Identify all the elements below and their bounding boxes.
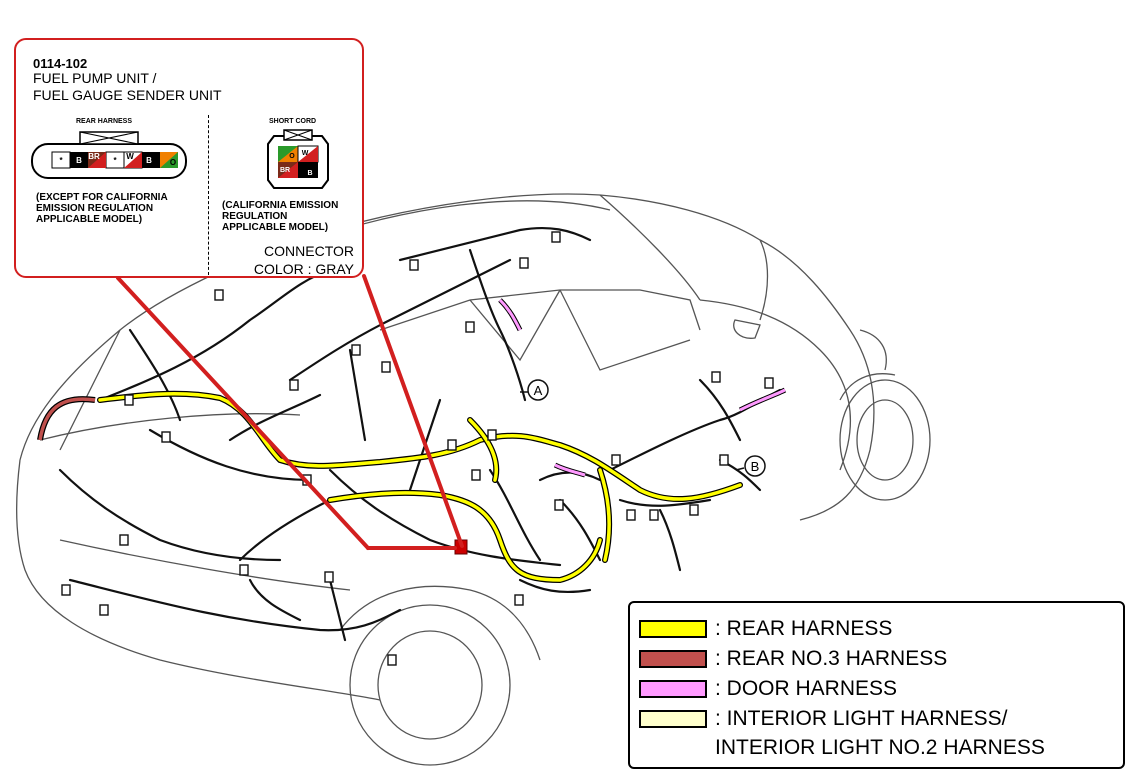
rear-harness-connector-title: REAR HARNESS xyxy=(76,118,133,125)
marker-a-label: A xyxy=(534,383,543,398)
legend-label-interior-light-harness: : INTERIOR LIGHT HARNESS/ xyxy=(715,707,1008,730)
legend-item-interior-light-harness: : INTERIOR LIGHT HARNESS/ xyxy=(639,707,1008,731)
short-cord-connector-icon: O W BR B xyxy=(267,129,329,189)
pin-4: * xyxy=(113,156,117,165)
rear-harness-note: (EXCEPT FOR CALIFORNIA EMISSION REGULATI… xyxy=(36,192,168,225)
connector-callout: 0114-102 FUEL PUMP UNIT / FUEL GAUGE SEN… xyxy=(14,38,364,278)
pin-6: B xyxy=(146,156,152,165)
marker-a: A xyxy=(520,379,549,401)
legend-swatch-door-harness xyxy=(639,680,707,698)
legend-swatch-rear-harness xyxy=(639,620,707,638)
rear-harness-route xyxy=(97,390,743,584)
harness-legend: : REAR HARNESS : REAR NO.3 HARNESS : DOO… xyxy=(628,601,1125,769)
rear-no3-harness-route xyxy=(37,396,96,441)
short-cord-pin-3: BR xyxy=(280,167,290,174)
pin-3: BR xyxy=(88,152,100,161)
pin-5: W xyxy=(126,152,134,161)
legend-swatch-rear-no3-harness xyxy=(639,650,707,668)
marker-b-label: B xyxy=(751,459,760,474)
component-name-line2: FUEL GAUGE SENDER UNIT xyxy=(33,87,222,103)
short-cord-pin-2: W xyxy=(302,150,309,157)
legend-swatch-interior-light-harness xyxy=(639,710,707,728)
legend-label-interior-light-no2-harness: INTERIOR LIGHT NO.2 HARNESS xyxy=(715,736,1045,759)
pin-7: O xyxy=(170,158,176,167)
pin-2: B xyxy=(76,156,82,165)
short-cord-note: (CALIFORNIA EMISSION REGULATION APPLICAB… xyxy=(222,200,339,233)
legend-item-door-harness: : DOOR HARNESS xyxy=(639,677,897,701)
component-name-line1: FUEL PUMP UNIT / xyxy=(33,70,157,86)
connector-color-label: CONNECTOR COLOR : GRAY xyxy=(253,243,354,277)
callout-divider xyxy=(208,115,209,275)
door-harness-route xyxy=(498,298,787,478)
marker-b: B xyxy=(735,455,766,477)
legend-label-rear-no3-harness: : REAR NO.3 HARNESS xyxy=(715,647,948,670)
black-wiring xyxy=(58,226,782,642)
short-cord-pin-1: O xyxy=(289,153,295,160)
pin-1: * xyxy=(59,156,63,165)
callout-pointer-lines xyxy=(116,274,464,550)
connector-code: 0114-102 xyxy=(33,56,88,71)
legend-item-rear-no3-harness: : REAR NO.3 HARNESS xyxy=(639,647,947,671)
legend-label-rear-harness: : REAR HARNESS xyxy=(715,617,893,640)
legend-item-rear-harness: : REAR HARNESS xyxy=(639,617,892,641)
short-cord-pin-4: B xyxy=(307,170,312,177)
rear-harness-connector-icon: * B BR * W B O xyxy=(31,131,187,179)
legend-label-door-harness: : DOOR HARNESS xyxy=(715,677,898,700)
short-cord-connector-title: SHORT CORD xyxy=(269,118,317,125)
